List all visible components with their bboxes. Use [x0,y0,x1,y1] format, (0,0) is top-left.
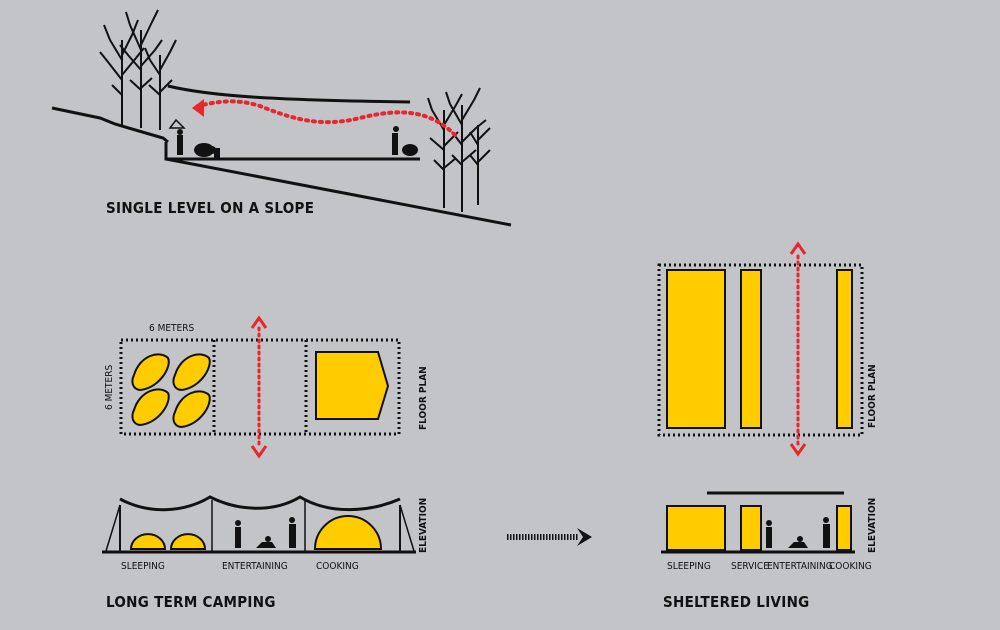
cooking-volume [836,269,853,429]
circulation-arrowhead [789,443,807,457]
slope-title: SINGLE LEVEL ON A SLOPE [106,199,315,217]
person-icon [392,126,418,156]
sleeping-volume [666,505,726,551]
tent-plan-group [131,353,211,429]
tent-plan [131,388,170,427]
circulation-arrowhead [192,99,204,117]
zone-label-service: SERVICE [731,561,769,572]
slope-section [51,9,512,227]
camping-elevation [102,495,416,554]
camping-plan-label: FLOOR PLAN [418,366,429,430]
tent-elevation [169,533,207,550]
person-icon [194,143,220,158]
zone-label-sleeping: SLEEPING [121,561,165,572]
cooking-elevation [313,515,383,550]
zone-label-cooking: COOKING [316,561,359,572]
tree-icon [99,9,177,130]
transition-arrow-icon [507,528,592,546]
sheltered-title: SHELTERED LIVING [663,593,810,611]
person-icon [235,517,296,548]
tent-plan [131,353,170,392]
camping-floor-plan [119,315,401,459]
sheltered-plan-label: FLOOR PLAN [867,364,878,428]
zone-label-entertaining: ENTERTAINING [222,561,288,572]
circulation-arrowhead [789,241,807,255]
circulation-arrowhead [250,315,268,329]
person-icon [766,517,830,548]
tent-elevation [129,533,167,550]
cooking-volume [836,505,852,551]
camping-title: LONG TERM CAMPING [106,593,276,611]
tent-plan [172,390,211,429]
zone-label-sleeping: SLEEPING [667,561,711,572]
camping-elevation-label: ELEVATION [418,497,429,553]
tree-icon [427,87,491,212]
cooking-pavilion-plan [315,351,390,420]
sleeping-volume [666,269,726,429]
person-icon [168,118,186,155]
sheltered-floor-plan [657,241,864,457]
sheltered-elevation-label: ELEVATION [867,497,878,553]
zone-label-entertaining: ENTERTAINING [767,561,833,572]
tent-plan [172,353,211,392]
zone-label-cooking: COOKING [829,561,872,572]
dimension-side-label: 6 METERS [104,364,115,410]
circulation-arrowhead [250,445,268,459]
service-volume [740,269,762,429]
ground-slope-upper [51,106,169,144]
service-volume [740,505,762,551]
circulation-arrow-icon [196,99,457,137]
canopy-line [119,495,401,512]
sheltered-elevation [661,491,855,554]
roof-line [167,84,411,104]
dimension-top-label: 6 METERS [149,323,195,334]
ground-slope-lower [165,157,512,227]
